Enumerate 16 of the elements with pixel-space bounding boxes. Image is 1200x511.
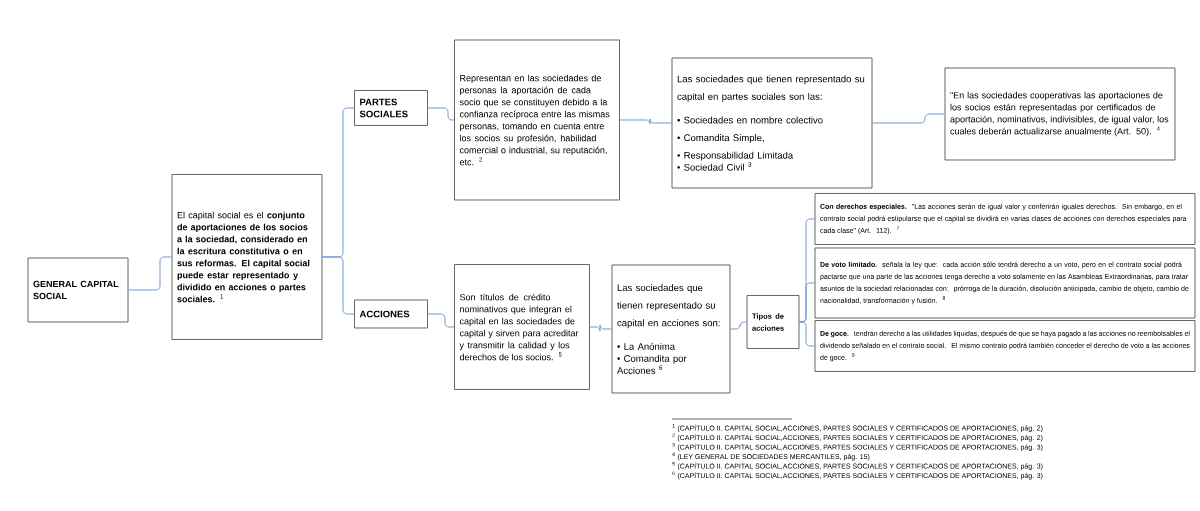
connector-line — [729, 321, 748, 330]
category-box: PARTES SOCIALES — [354, 90, 428, 126]
connector-line — [427, 107, 455, 121]
connector-line — [619, 118, 673, 125]
concept-box: GENERAL CAPITAL SOCIAL — [27, 257, 129, 323]
definition-box: Son títulos de crédito nominativos que integran el capital en las sociedades de capital y sirven para acreditar y transmitir la calidad y los derechos de los socios. $^{5}$ — [454, 264, 590, 390]
list-box: Las sociedades que tienen representado su capital en acciones son: • La Anónima • Comandita por Acciones $^{6}$ — [611, 264, 731, 394]
category-box: ACCIONES — [354, 299, 428, 329]
definition-box: Representan en las sociedades de personas la aportación de cada socio que se constituyen debido a la confianza recíproca entre las mismas personas, tomando en cuenta entre los socios su profesión, habilidad comercial o industrial, su reputación, etc. $^{2}$ — [454, 39, 620, 201]
connector-line — [321, 256, 355, 315]
list-box: Las sociedades que tienen representado su capital en partes sociales son las: • Sociedades en nombre colectivo • Comandita Simple, • Responsabilidad Limitada • Sociedad Civil $^{3}$ — [671, 57, 873, 189]
connector-line — [589, 324, 613, 332]
connector-line — [798, 321, 816, 347]
quote-box: "En las sociedades cooperativas las aportaciones de los socios están representadas por certificados de aportación, nominativos, indivisibles, de igual valor, los cuales deberán actualizarse anualmente (Art. 50). $^{4}$ — [944, 67, 1176, 161]
definition-box: El capital social es el conjunto de aportaciones de los socios a la sociedad, considerado en la escritura constitutiva o en sus reformas. El capital social puede estar representado y dividido en acciones o partes sociales. $^{1}$ — [171, 174, 323, 340]
connector-line — [871, 113, 946, 124]
